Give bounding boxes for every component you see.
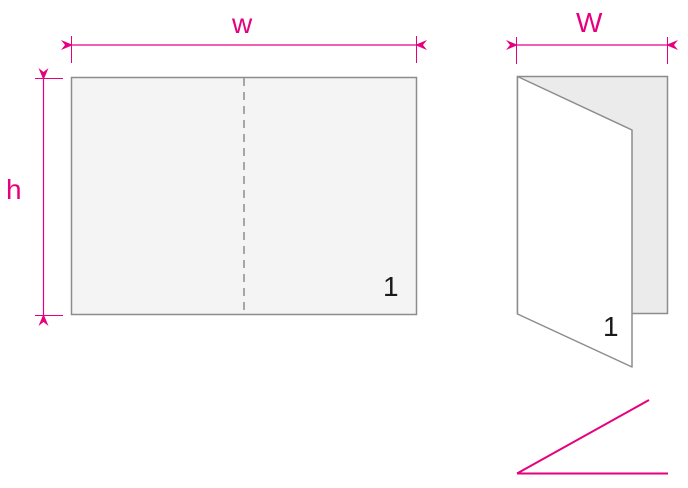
height-label: h bbox=[6, 174, 22, 205]
folded-width-dimension: W bbox=[506, 7, 678, 64]
height-dimension: h bbox=[6, 68, 63, 326]
folded-width-label: W bbox=[576, 7, 603, 38]
folded-sheet: 1 bbox=[516, 75, 669, 368]
flat-page-number: 1 bbox=[383, 271, 399, 302]
width-label: w bbox=[231, 8, 253, 39]
width-dimension: w bbox=[61, 8, 427, 63]
front-panel bbox=[516, 75, 633, 368]
folded-page-number: 1 bbox=[603, 311, 619, 342]
fold-angle-icon bbox=[516, 399, 668, 475]
flat-sheet: 1 bbox=[70, 76, 418, 316]
